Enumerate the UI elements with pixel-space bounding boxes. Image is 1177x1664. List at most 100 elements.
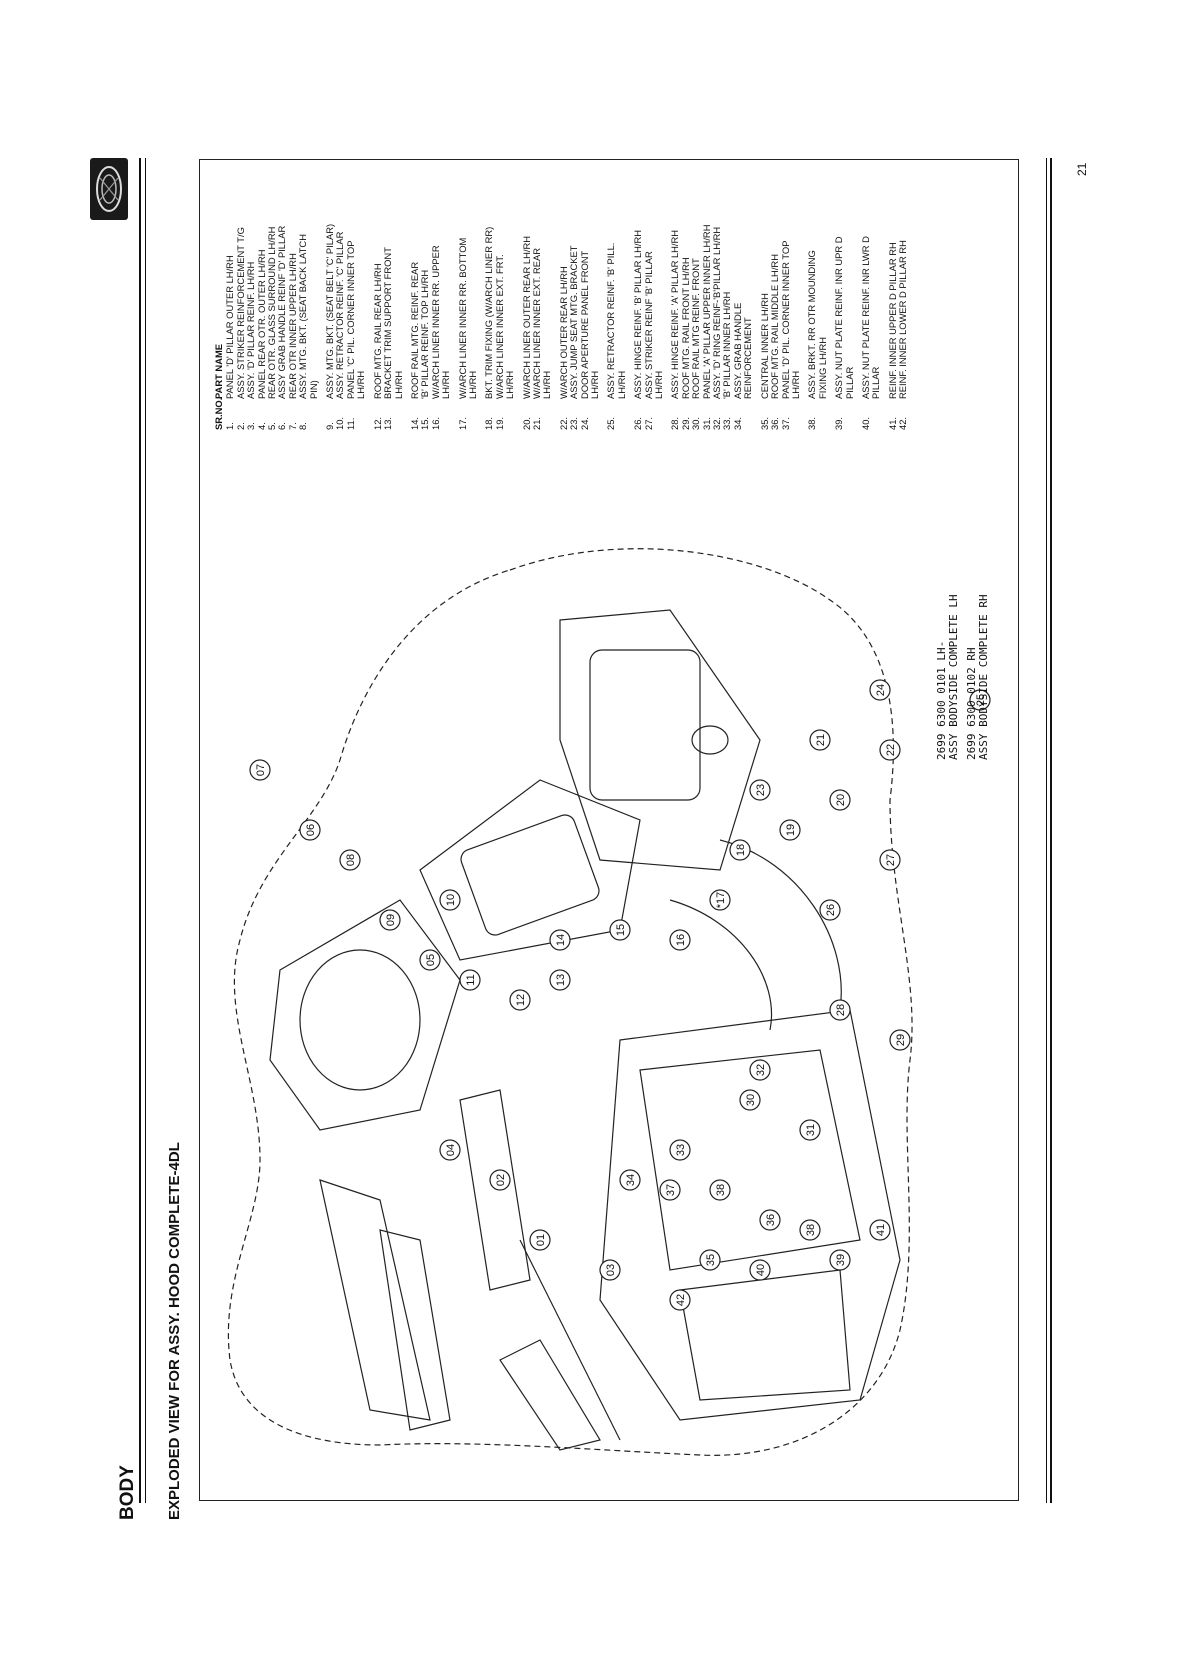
parts-list-row: 36.ROOF MTG. RAIL MIDDLE LH/RH bbox=[769, 224, 781, 430]
callout-bubble: 05 bbox=[419, 949, 441, 971]
callout-bubble: 22 bbox=[879, 739, 901, 761]
part-fuel-filler-opening bbox=[691, 725, 729, 755]
callout-label: 30 bbox=[745, 1094, 757, 1106]
part-glass-surround bbox=[419, 779, 641, 961]
callout-label: 09 bbox=[385, 914, 397, 926]
parts-list-row: 37.PANEL 'D' PIL. CORNER INNER TOP bbox=[780, 224, 791, 430]
callout-bubble: 27 bbox=[879, 849, 901, 871]
callout-bubble: 28 bbox=[829, 999, 851, 1021]
parts-list-row: 25.ASSY. RETRACTOR REINF. 'B' PILL. bbox=[605, 224, 617, 430]
parts-list-row: 38.ASSY. BRKT. RR OTR MOUNDING bbox=[806, 224, 817, 430]
parts-list-row: 19.W/ARCH LINER INNER EXT. FRT. bbox=[493, 224, 505, 430]
callout-bubble: 19 bbox=[779, 819, 801, 841]
callout-bubble: 39 bbox=[829, 1249, 851, 1271]
part-sr-no: 19. bbox=[493, 416, 505, 430]
part-name: LH/RH bbox=[355, 370, 367, 399]
parts-list-row: 17.W/ARCH LINER INNER RR. BOTTOM bbox=[456, 224, 468, 430]
parts-list-header: SR.NO. PART NAME bbox=[213, 224, 224, 430]
callout-label: 24 bbox=[875, 684, 887, 696]
part-name: BRACKET TRIM SUPPORT FRONT bbox=[382, 247, 394, 399]
part-name: REINFORCEMENT bbox=[742, 317, 754, 399]
part-name: LH/RH bbox=[589, 370, 600, 399]
callout-bubble: 16 bbox=[669, 929, 691, 951]
callout-bubble: 25 bbox=[969, 689, 991, 711]
callout-bubble: 33 bbox=[669, 1139, 691, 1161]
parts-list-row: LH/RH bbox=[789, 224, 801, 430]
callout-label: 29 bbox=[895, 1034, 907, 1046]
part-sr-no bbox=[505, 399, 515, 430]
part-sr-no bbox=[468, 399, 478, 430]
callout-label: 03 bbox=[605, 1264, 617, 1276]
part-name: LH/RH bbox=[504, 370, 516, 399]
callout-label: 10 bbox=[445, 894, 457, 906]
part-sr-no bbox=[356, 399, 366, 430]
parts-list-row: PILLAR bbox=[843, 224, 855, 430]
part-sr-no bbox=[617, 399, 627, 430]
part-sr-no: 16. bbox=[429, 416, 441, 430]
callout-bubble: 07 bbox=[249, 759, 271, 781]
parts-list-row: 21.W/ARCH LINER INNER EXT. REAR bbox=[531, 224, 542, 430]
dashed-boundary bbox=[227, 548, 913, 1456]
callout-label: 19 bbox=[785, 824, 797, 836]
part-rear-otr-inner-upper bbox=[269, 899, 461, 1131]
callout-label: 04 bbox=[445, 1144, 457, 1156]
part-name: LH/RH bbox=[789, 370, 801, 399]
callout-bubble: 13 bbox=[549, 969, 571, 991]
callout-label: 31 bbox=[805, 1124, 817, 1136]
callout-label: 13 bbox=[555, 974, 567, 986]
part-sr-no: 17. bbox=[456, 416, 468, 430]
parts-list-row: LH/RH bbox=[440, 224, 451, 430]
parts-list-row: REINFORCEMENT bbox=[742, 224, 754, 430]
part-name: ROOF MTG. RAIL MIDDLE LH/RH bbox=[769, 254, 781, 399]
callout-label: 35 bbox=[705, 1254, 717, 1266]
part-name: LH/RH bbox=[653, 370, 665, 399]
parts-list-row: LH/RH bbox=[355, 224, 367, 430]
callout-bubble: 24 bbox=[869, 679, 891, 701]
callout-label: 05 bbox=[425, 954, 437, 966]
part-name: LH/RH bbox=[392, 370, 404, 399]
part-name: PILLAR bbox=[843, 366, 855, 399]
callout-bubble: 04 bbox=[439, 1139, 461, 1161]
callout-bubble: 41 bbox=[869, 1219, 891, 1241]
part-sr-no bbox=[654, 399, 664, 430]
parts-list-row: 27.ASSY. STRIKER REINF 'B' PILLAR bbox=[643, 224, 654, 430]
parts-list-row: LH/RH bbox=[504, 224, 516, 430]
part-glass-surround-window bbox=[460, 814, 600, 936]
part-sr-no: 24. bbox=[578, 416, 590, 430]
part-b-pillar-inner bbox=[459, 1089, 531, 1291]
callout-label: 02 bbox=[495, 1174, 507, 1186]
parts-list-row: FIXING LH/RH bbox=[817, 224, 828, 430]
right-margin-rule-thin bbox=[1046, 158, 1047, 1503]
part-sr-no bbox=[845, 399, 855, 430]
callout-bubble: 26 bbox=[819, 899, 841, 921]
callout-label: 12 bbox=[515, 994, 527, 1006]
callout-label: 15 bbox=[615, 924, 627, 936]
callout-bubble: 32 bbox=[749, 1059, 771, 1081]
callout-bubble: 14 bbox=[549, 929, 571, 951]
parts-list-row: PILLAR bbox=[870, 224, 881, 430]
callout-bubble: 29 bbox=[889, 1029, 911, 1051]
right-margin-rule bbox=[1050, 158, 1052, 1503]
part-sr-no bbox=[542, 399, 552, 430]
part-shapes bbox=[269, 609, 901, 1451]
parts-list-row: 11.PANEL 'C' PIL. CORNER INNER TOP bbox=[344, 224, 356, 430]
part-sr-no: 25. bbox=[605, 416, 617, 430]
callout-label: 37 bbox=[665, 1184, 677, 1196]
callout-bubble: 18 bbox=[729, 839, 751, 861]
callout-label: 33 bbox=[675, 1144, 687, 1156]
part-rear-window-opening bbox=[589, 649, 701, 801]
part-sr-no bbox=[743, 399, 753, 430]
parts-list-row: 40.ASSY. NUT PLATE REINF. INR LWR D bbox=[860, 224, 871, 430]
parts-list-row: 24.DOOR APERTURE PANEL FRONT bbox=[578, 224, 590, 430]
part-name: LH/RH bbox=[466, 370, 478, 399]
part-door-opening-1 bbox=[639, 1049, 861, 1271]
part-sr-no: 11. bbox=[344, 417, 356, 430]
callout-label: 18 bbox=[735, 844, 747, 856]
assy-note-line-2: ASSY BODYSIDE COMPLETE LH bbox=[947, 594, 960, 760]
callout-bubble: 36 bbox=[759, 1209, 781, 1231]
callout-bubble: 40 bbox=[749, 1259, 771, 1281]
callout-label: 16 bbox=[675, 934, 687, 946]
parts-list-row: 13.BRACKET TRIM SUPPORT FRONT bbox=[382, 224, 394, 430]
callout-bubble: 09 bbox=[379, 909, 401, 931]
